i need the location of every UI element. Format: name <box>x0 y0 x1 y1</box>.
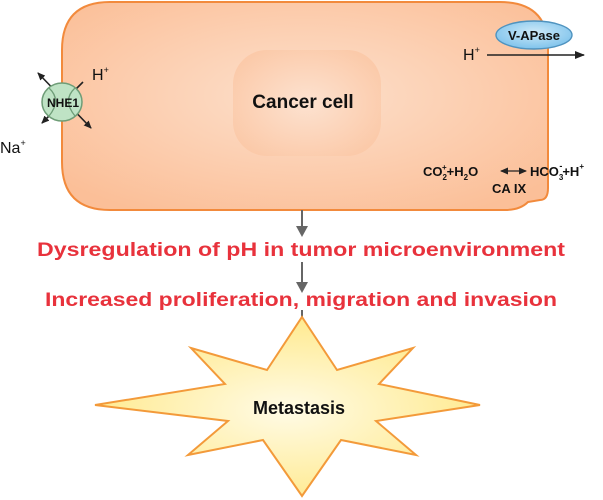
vatpase-pump: V-APase <box>495 20 573 50</box>
ca-ix-label: CA IX <box>492 181 527 196</box>
flow-arrow-2-head <box>296 282 308 293</box>
reaction-right: HCO3-+H+ <box>530 161 584 182</box>
outcome-ph-dysregulation: Dysregulation of pH in tumor microenviro… <box>37 240 566 261</box>
cell-label: Cancer cell <box>252 92 353 113</box>
metastasis-label: Metastasis <box>253 398 345 418</box>
nucleus <box>233 50 381 156</box>
vatpase-label: V-APase <box>508 28 560 43</box>
metastasis-burst <box>94 315 481 498</box>
nhe1-proton-label: H+ <box>92 65 109 84</box>
nhe1-sodium-label: Na+ <box>0 138 26 157</box>
nhe1-label: NHE1 <box>47 96 79 110</box>
vatpase-shape <box>495 20 573 50</box>
nhe1-transporter: NHE1 <box>37 72 92 129</box>
reaction-left: CO2++H2O <box>423 163 478 182</box>
vatpase-proton-label: H+ <box>463 45 480 64</box>
flow-arrow-1-head <box>296 226 308 237</box>
outcome-proliferation: Increased proliferation, migration and i… <box>45 290 557 311</box>
